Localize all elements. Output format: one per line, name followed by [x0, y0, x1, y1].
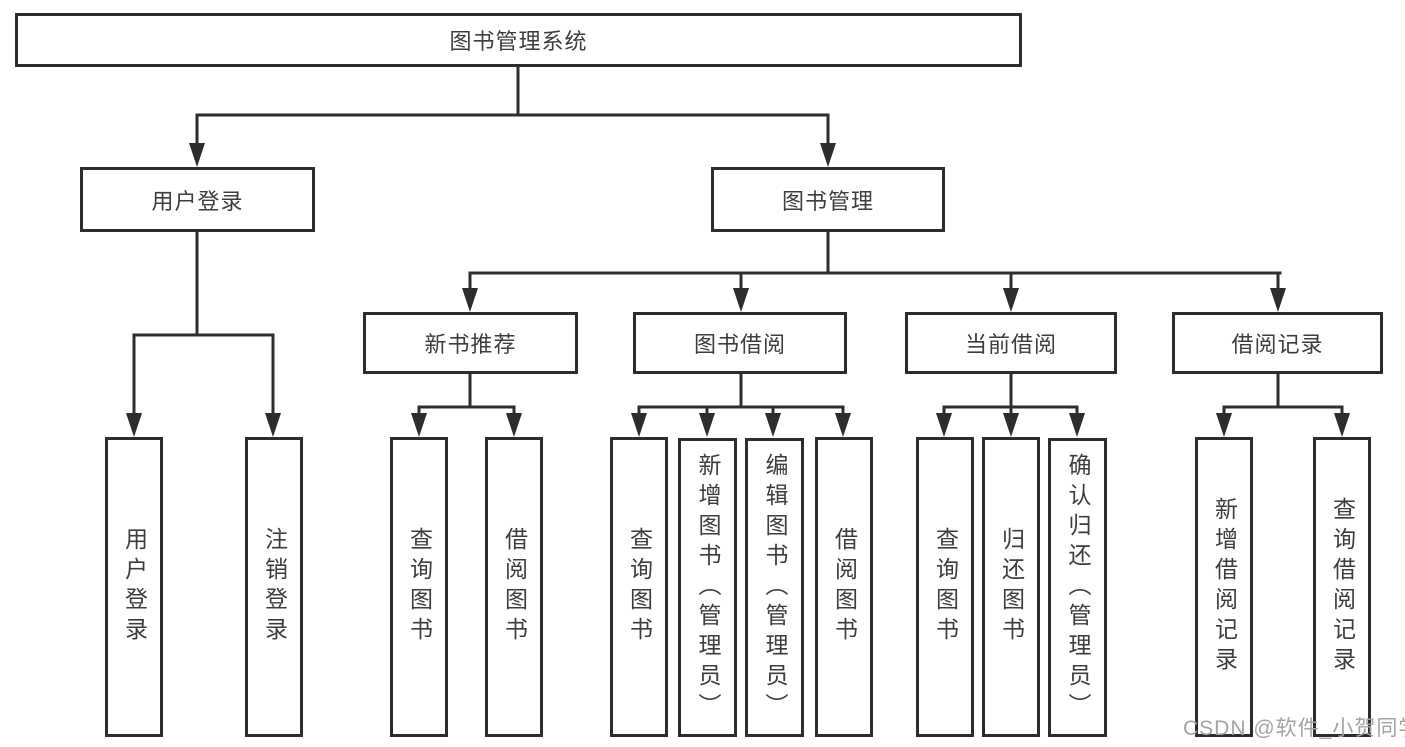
leaf-return-books: 归还图书 [982, 437, 1040, 737]
arrowheads [126, 143, 1350, 437]
leaf-logout: 注销登录 [245, 437, 303, 737]
leaf-borrow-query-books: 查询图书 [610, 437, 668, 737]
leaf-edit-books-admin: 编辑图书（管理员） [745, 438, 804, 737]
node-new-book-recommendation: 新书推荐 [363, 312, 578, 374]
csdn-watermark: CSDN @软件_小贺同学 [1183, 717, 1405, 740]
leaf-current-query-books: 查询图书 [916, 437, 974, 737]
node-user-login: 用户登录 [80, 167, 315, 232]
leaf-borrow-books: 借阅图书 [815, 437, 873, 737]
leaf-confirm-return-admin: 确认归还（管理员） [1048, 438, 1107, 737]
node-book-borrowing: 图书借阅 [633, 312, 847, 374]
leaf-user-login: 用户登录 [105, 437, 163, 737]
node-book-management: 图书管理 [711, 167, 945, 232]
leaf-recommend-query-books: 查询图书 [390, 437, 448, 737]
node-borrowing-records: 借阅记录 [1172, 312, 1383, 374]
leaf-recommend-borrow-books: 借阅图书 [485, 437, 543, 737]
leaf-query-borrow-record: 查询借阅记录 [1313, 437, 1371, 737]
node-library-management-system: 图书管理系统 [15, 13, 1022, 67]
node-current-borrowing: 当前借阅 [905, 312, 1117, 374]
leaf-add-borrow-record: 新增借阅记录 [1195, 437, 1253, 737]
leaf-add-books-admin: 新增图书（管理员） [678, 438, 737, 737]
